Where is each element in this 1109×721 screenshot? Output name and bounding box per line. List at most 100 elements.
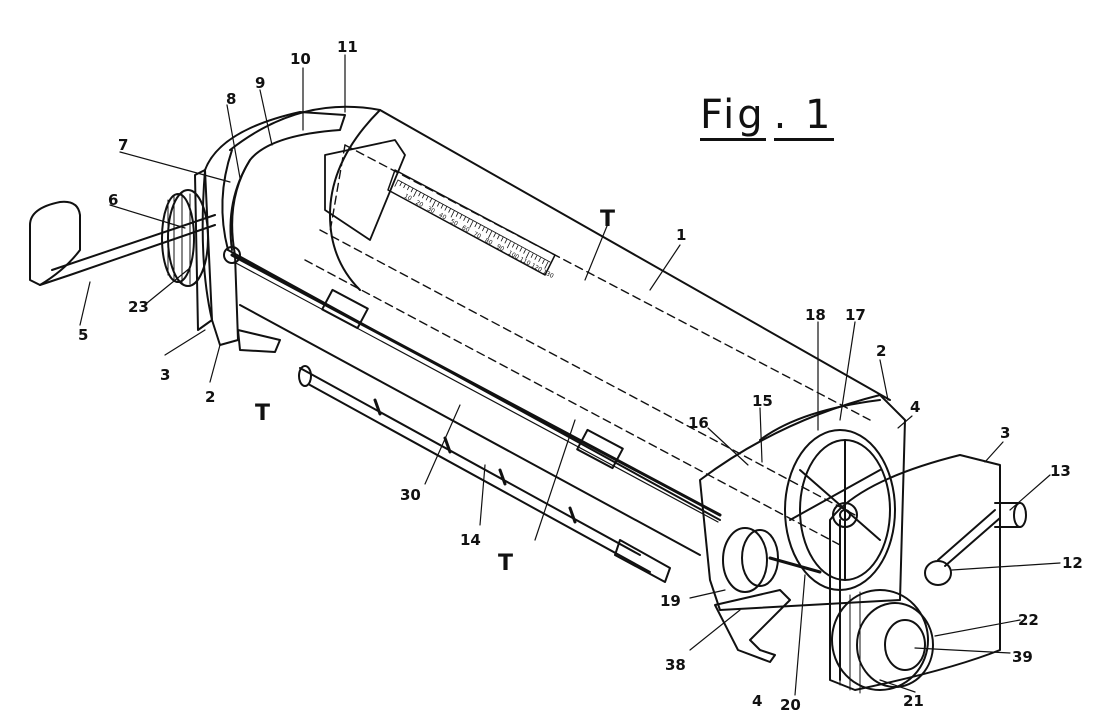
ruler-digit: 70 (472, 231, 482, 241)
ruler-digit: 40 (437, 212, 447, 222)
lever-handle (29, 200, 216, 286)
ruler-digit: 110 (518, 256, 532, 268)
ruler-tick (422, 193, 425, 199)
ruler-tick (474, 222, 478, 228)
callout-14: 14 (460, 531, 481, 549)
ruler-tick (538, 257, 541, 262)
ruler-tick (493, 232, 496, 238)
ruler-tick (399, 181, 403, 187)
ruler-sheet (324, 139, 556, 276)
callout-19: 19 (660, 592, 681, 610)
ruler-tick (544, 261, 549, 269)
callout-22: 22 (1018, 611, 1039, 629)
ruler-tick (413, 189, 418, 197)
callout-11: 11 (337, 38, 358, 56)
callout-4: 4 (752, 692, 762, 710)
ruler-tick (463, 216, 466, 221)
bottom-bracket (714, 589, 791, 663)
callout-3: 3 (1000, 424, 1010, 442)
ruler-tick (482, 226, 485, 232)
ruler-tick (437, 202, 440, 207)
ruler-tick (542, 259, 545, 264)
ruler-tick (440, 204, 444, 209)
ruler-tick (485, 228, 489, 234)
ruler-tick (467, 218, 470, 223)
ruler-tick (444, 206, 448, 211)
callout-9: 9 (255, 74, 265, 92)
ruler-ticks (394, 179, 549, 269)
ruler-tick (523, 249, 526, 254)
ruler-digit: 80 (484, 237, 494, 247)
ruler-tick (530, 253, 534, 258)
ruler-tick (448, 208, 451, 213)
right-plate (829, 454, 1001, 691)
lower-rod (298, 365, 671, 583)
ruler-tick (459, 214, 463, 219)
ruler-tick (497, 234, 500, 240)
callout-10: 10 (290, 50, 311, 68)
right-frame (699, 394, 906, 611)
ruler-digit: 20 (414, 199, 424, 209)
callout-18: 18 (805, 306, 826, 324)
callout-38: 38 (665, 656, 686, 674)
ruler-digit: 10 (403, 193, 413, 203)
callout-T: T (255, 401, 270, 426)
figure-title: Fig. 1 (700, 92, 834, 141)
ruler-digit: 130 (541, 268, 555, 280)
gear-19 (722, 527, 822, 593)
callout-6: 6 (108, 191, 118, 209)
sheet-outline (304, 144, 871, 546)
callout-17: 17 (845, 306, 866, 324)
callout-T: T (600, 207, 615, 232)
callout-21: 21 (903, 692, 924, 710)
cylinder-body (221, 105, 891, 556)
callout-13: 13 (1050, 462, 1071, 480)
callout-30: 30 (400, 486, 421, 504)
ruler-tick (403, 183, 406, 189)
callout-7: 7 (118, 136, 128, 154)
left-knob (161, 189, 209, 287)
callout-39: 39 (1012, 648, 1033, 666)
callout-20: 20 (780, 696, 801, 714)
front-shaft (223, 246, 722, 523)
callout-2: 2 (876, 342, 886, 360)
callout-1: 1 (676, 226, 686, 244)
ruler-tick (429, 198, 433, 203)
leader-lines (79, 54, 1061, 696)
ruler-tick (407, 185, 410, 191)
ruler-tick (410, 187, 414, 193)
ruler-tick (525, 251, 530, 259)
ruler-tick (515, 245, 519, 250)
ruler-digit: 30 (426, 205, 436, 215)
ruler-tick (418, 191, 421, 197)
callout-4: 4 (910, 398, 920, 416)
ruler-tick (431, 200, 436, 208)
big-knob (831, 589, 934, 694)
callout-12: 12 (1062, 554, 1083, 572)
callout-2: 2 (205, 388, 215, 406)
ruler-digit: 120 (530, 262, 544, 274)
ruler-tick (450, 210, 455, 218)
callout-23: 23 (128, 298, 149, 316)
ruler-tick (534, 255, 538, 260)
ruler-tick (394, 179, 399, 187)
ruler-tick (504, 239, 508, 244)
ruler-tick (425, 195, 429, 201)
callout-labels: 1 2 2 3 3 4 4 5 6 7 8 9 10 11 12 13 14 1… (78, 38, 1083, 714)
ruler-tick (519, 247, 523, 252)
figure-title-part2: . 1 (773, 92, 834, 141)
ruler-tick (488, 230, 493, 238)
ruler-tick (500, 236, 504, 242)
callout-5: 5 (78, 326, 88, 344)
ruler-digit: 90 (495, 243, 505, 253)
ruler-digit: 100 (507, 250, 521, 262)
ruler-tick (478, 224, 481, 230)
callout-8: 8 (226, 90, 236, 108)
callout-16: 16 (688, 414, 709, 432)
ruler-digit: 50 (449, 218, 459, 228)
callout-T: T (498, 551, 513, 576)
ruler-tick (506, 241, 511, 249)
left-frame (194, 111, 346, 353)
